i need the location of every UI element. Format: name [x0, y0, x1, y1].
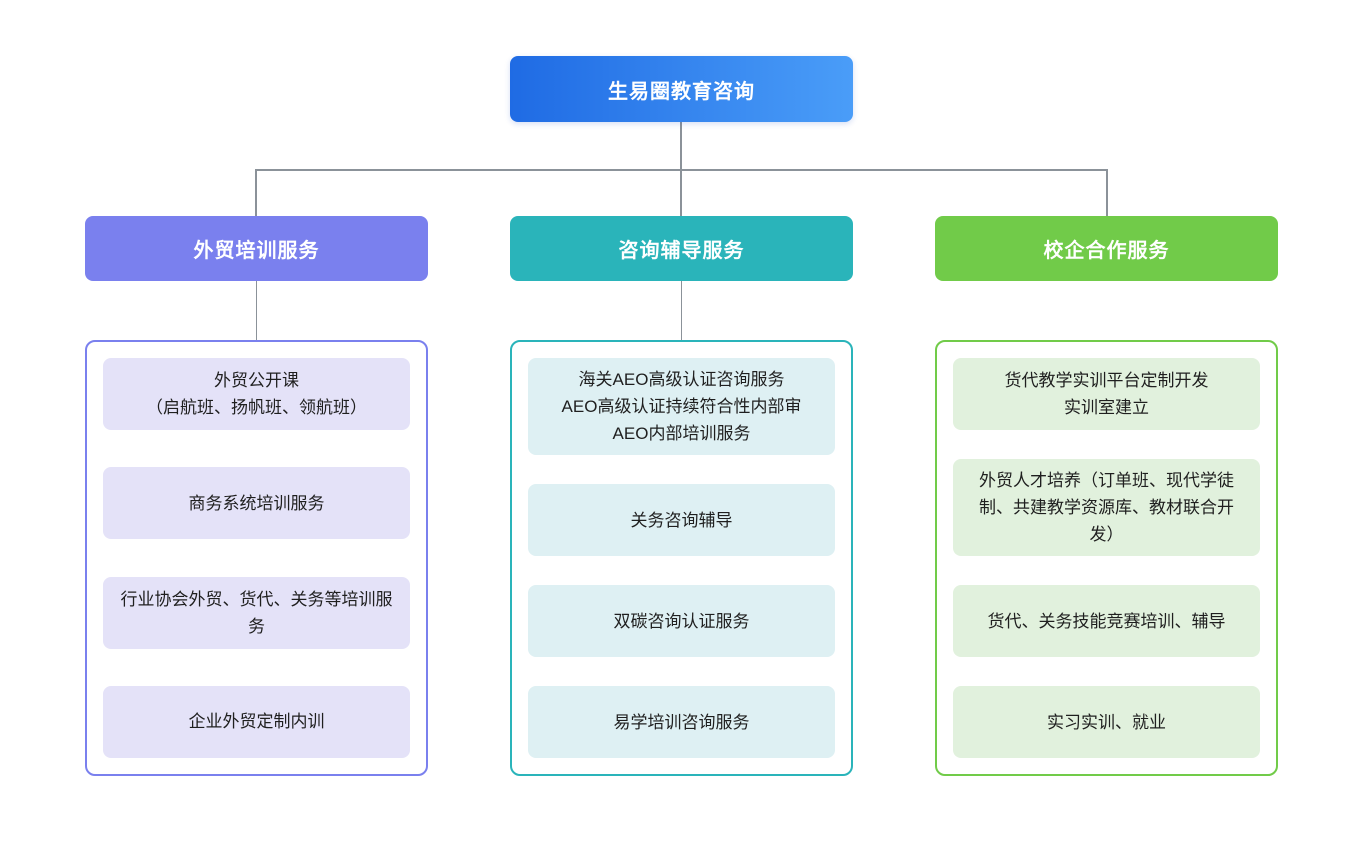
connector-header-to-body [680, 281, 683, 340]
leaf-node: 货代教学实训平台定制开发 实训室建立 [953, 358, 1260, 430]
branch-header-consulting-coaching: 咨询辅导服务 [510, 216, 853, 281]
connector-drop-branch-3 [1106, 169, 1108, 216]
branch-body-consulting-coaching: 海关AEO高级认证咨询服务 AEO高级认证持续符合性内部审 AEO内部培训服务 … [510, 340, 853, 776]
leaf-node: 双碳咨询认证服务 [528, 585, 835, 657]
branch-header-label: 咨询辅导服务 [618, 240, 745, 262]
branch-header-label: 外贸培训服务 [193, 240, 320, 262]
branch-body-foreign-trade-training: 外贸公开课 （启航班、扬帆班、领航班） 商务系统培训服务 行业协会外贸、货代、关… [85, 340, 428, 776]
leaf-node: 易学培训咨询服务 [528, 686, 835, 758]
leaf-node: 商务系统培训服务 [103, 467, 410, 540]
connector-drop-branch-2 [680, 169, 682, 216]
leaf-node: 关务咨询辅导 [528, 484, 835, 556]
leaf-node: 实习实训、就业 [953, 686, 1260, 758]
leaf-node: 企业外贸定制内训 [103, 685, 410, 758]
root-node-label: 生易圈教育咨询 [608, 80, 755, 103]
root-node: 生易圈教育咨询 [510, 56, 853, 122]
leaf-node: 外贸人才培养（订单班、现代学徒制、共建教学资源库、教材联合开发） [953, 459, 1260, 556]
branch-foreign-trade-training: 外贸培训服务 外贸公开课 （启航班、扬帆班、领航班） 商务系统培训服务 行业协会… [85, 216, 428, 776]
branch-header-school-enterprise-cooperation: 校企合作服务 [935, 216, 1278, 281]
leaf-node: 货代、关务技能竞赛培训、辅导 [953, 585, 1260, 657]
branch-header-label: 校企合作服务 [1043, 240, 1170, 262]
branch-gap [85, 281, 428, 340]
branch-gap [935, 281, 1278, 340]
leaf-node: 行业协会外贸、货代、关务等培训服务 [103, 576, 410, 649]
branch-body-school-enterprise-cooperation: 货代教学实训平台定制开发 实训室建立 外贸人才培养（订单班、现代学徒制、共建教学… [935, 340, 1278, 776]
branch-gap [510, 281, 853, 340]
connector-header-to-body [255, 281, 258, 340]
leaf-node: 海关AEO高级认证咨询服务 AEO高级认证持续符合性内部审 AEO内部培训服务 [528, 358, 835, 455]
branch-school-enterprise-cooperation: 校企合作服务 货代教学实训平台定制开发 实训室建立 外贸人才培养（订单班、现代学… [935, 216, 1278, 776]
connector-root-stem [680, 122, 682, 169]
connector-drop-branch-1 [255, 169, 257, 216]
leaf-node: 外贸公开课 （启航班、扬帆班、领航班） [103, 358, 410, 430]
branch-header-foreign-trade-training: 外贸培训服务 [85, 216, 428, 281]
branch-consulting-coaching: 咨询辅导服务 海关AEO高级认证咨询服务 AEO高级认证持续符合性内部审 AEO… [510, 216, 853, 776]
